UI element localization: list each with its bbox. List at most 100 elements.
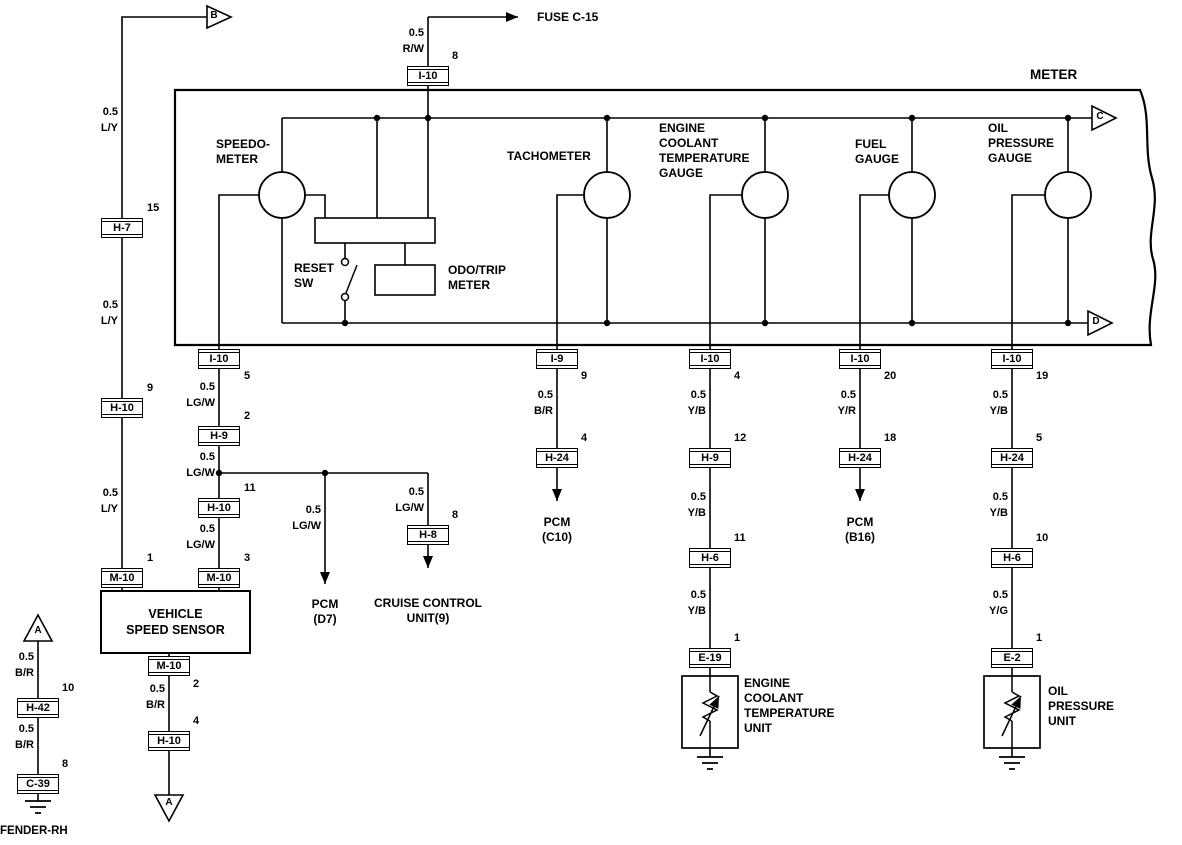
connector-h24-oil: H-24 — [991, 448, 1033, 468]
pin-e2: 1 — [1036, 632, 1043, 644]
pin-h6-coolant: 11 — [734, 532, 746, 544]
connector-h42: H-42 — [17, 698, 59, 718]
connector-i9-tach: I-9 — [536, 349, 578, 369]
speedometer-label: SPEEDO- METER — [216, 137, 271, 167]
coolant-gauge-label: ENGINE COOLANT TEMPERATURE GAUGE — [659, 121, 750, 181]
wire-label-br-a1: 0.5 B/R — [15, 651, 34, 679]
ref-a-out-label: A — [165, 797, 173, 808]
pin-h42: 10 — [62, 682, 75, 694]
pcm-b16-label: PCM (B16) — [844, 515, 875, 545]
wire-label-yb-coolant-2: 0.5 Y/B — [687, 491, 706, 519]
pin-i10-speedo: 5 — [244, 370, 251, 382]
arrow-wires — [320, 12, 865, 584]
wire-label-yr-fuel: 0.5 Y/R — [837, 389, 856, 417]
connector-e2: E-2 — [991, 648, 1033, 668]
connector-h8: H-8 — [407, 525, 449, 545]
pin-i9-tach: 9 — [581, 370, 588, 382]
odo-trip-label: ODO/TRIP METER — [448, 263, 507, 293]
pin-h24-oil: 5 — [1036, 432, 1043, 444]
connector-h9-coolant: H-9 — [689, 448, 731, 468]
wire-label-rw: 0.5 R/W — [402, 27, 424, 55]
oil-gauge-label: OIL PRESSURE GAUGE — [988, 121, 1055, 166]
connector-m10-left: M-10 — [101, 568, 143, 588]
wire-label-br-a2: 0.5 B/R — [15, 723, 34, 751]
pin-m10-speedo: 3 — [244, 552, 251, 564]
ref-d-label: D — [1092, 316, 1100, 327]
cruise-control-label: CRUISE CONTROL UNIT(9) — [374, 596, 482, 626]
meter-outline — [173, 88, 1157, 347]
ref-a-out-triangle — [153, 794, 185, 823]
ref-a-in-label: A — [34, 625, 42, 636]
pin-h9-coolant: 12 — [734, 432, 747, 444]
fender-rh-label: FENDER-RH — [0, 825, 68, 837]
wire-label-lgw-pcm: 0.5 LG/W — [292, 504, 321, 532]
wires — [37, 16, 1092, 801]
connector-i10-coolant: I-10 — [689, 349, 731, 369]
oil-gauge-symbol — [1044, 171, 1092, 219]
wire-label-lgw-cruise: 0.5 LG/W — [395, 486, 424, 514]
pin-e19: 1 — [734, 632, 741, 644]
pin-i10-oil: 19 — [1036, 370, 1049, 382]
connector-h24-fuel: H-24 — [839, 448, 881, 468]
connector-i10-fuel: I-10 — [839, 349, 881, 369]
vehicle-speed-sensor-box: VEHICLE SPEED SENSOR — [100, 590, 251, 654]
connector-h10-speedo: H-10 — [198, 498, 240, 518]
wire-label-yg-oil-3: 0.5 Y/G — [989, 589, 1008, 617]
connector-m10-vss-out: M-10 — [148, 656, 190, 676]
tachometer-label: TACHOMETER — [507, 149, 591, 163]
pin-m10-left: 1 — [147, 552, 154, 564]
connector-i10-speedo: I-10 — [198, 349, 240, 369]
odo-trip-meter-box — [374, 264, 436, 296]
pcm-d7-label: PCM (D7) — [311, 597, 339, 627]
speedometer-gauge-symbol — [258, 171, 306, 219]
connector-h10-left: H-10 — [101, 398, 143, 418]
connector-h6-oil: H-6 — [991, 548, 1033, 568]
pin-h6-oil: 10 — [1036, 532, 1049, 544]
reset-switch-symbol — [340, 257, 358, 302]
page-ref-triangles — [22, 4, 1118, 823]
connector-h24-tach: H-24 — [536, 448, 578, 468]
reset-sw-label: RESET SW — [294, 261, 335, 291]
ref-a-in-triangle — [22, 613, 54, 642]
fuel-gauge-symbol — [888, 171, 936, 219]
pin-h9-speedo: 2 — [244, 410, 251, 422]
fuse-label: FUSE C-15 — [537, 10, 599, 24]
wire-label-yb-coolant-1: 0.5 Y/B — [687, 389, 706, 417]
connector-i10-oil: I-10 — [991, 349, 1033, 369]
pin-c39: 8 — [62, 758, 69, 770]
connector-e19: E-19 — [689, 648, 731, 668]
wire-label-br-tach: 0.5 B/R — [534, 389, 553, 417]
ref-b-label: B — [210, 10, 218, 21]
pin-h10-speedo: 11 — [244, 482, 256, 494]
connector-c39: C-39 — [17, 774, 59, 794]
pin-h24-tach: 4 — [581, 432, 588, 444]
pin-i10-fuse: 8 — [452, 50, 459, 62]
connector-h10-vss: H-10 — [148, 731, 190, 751]
coolant-gauge-symbol — [741, 171, 789, 219]
wire-label-ly-3: 0.5 L/Y — [100, 487, 118, 515]
pin-i10-coolant: 4 — [734, 370, 741, 382]
ref-d-triangle — [1087, 309, 1114, 337]
pin-h10-left: 9 — [147, 382, 154, 394]
connector-h6-coolant: H-6 — [689, 548, 731, 568]
pin-h10-vss: 4 — [193, 715, 200, 727]
pcm-c10-label: PCM (C10) — [541, 515, 572, 545]
meter-title: METER — [1030, 67, 1078, 82]
wire-label-ly-2: 0.5 L/Y — [100, 299, 118, 327]
connector-h7: H-7 — [101, 218, 143, 238]
pin-h8: 8 — [452, 509, 459, 521]
oil-unit-label: OIL PRESSURE UNIT — [1048, 684, 1115, 729]
pin-h7: 15 — [147, 202, 160, 214]
wire-label-br-vss: 0.5 B/R — [146, 683, 165, 711]
ref-c-label: C — [1096, 111, 1104, 122]
speedo-assembly-box — [314, 217, 436, 244]
wire-label-yb-coolant-3: 0.5 Y/B — [687, 589, 706, 617]
coolant-thermistor-icon — [699, 676, 720, 748]
ref-c-triangle — [1091, 104, 1118, 132]
connector-i10-fuse: I-10 — [407, 66, 449, 86]
wire-label-lgw-1: 0.5 LG/W — [186, 381, 215, 409]
connector-m10-speedo: M-10 — [198, 568, 240, 588]
wire-label-yb-oil-1: 0.5 Y/B — [989, 389, 1008, 417]
